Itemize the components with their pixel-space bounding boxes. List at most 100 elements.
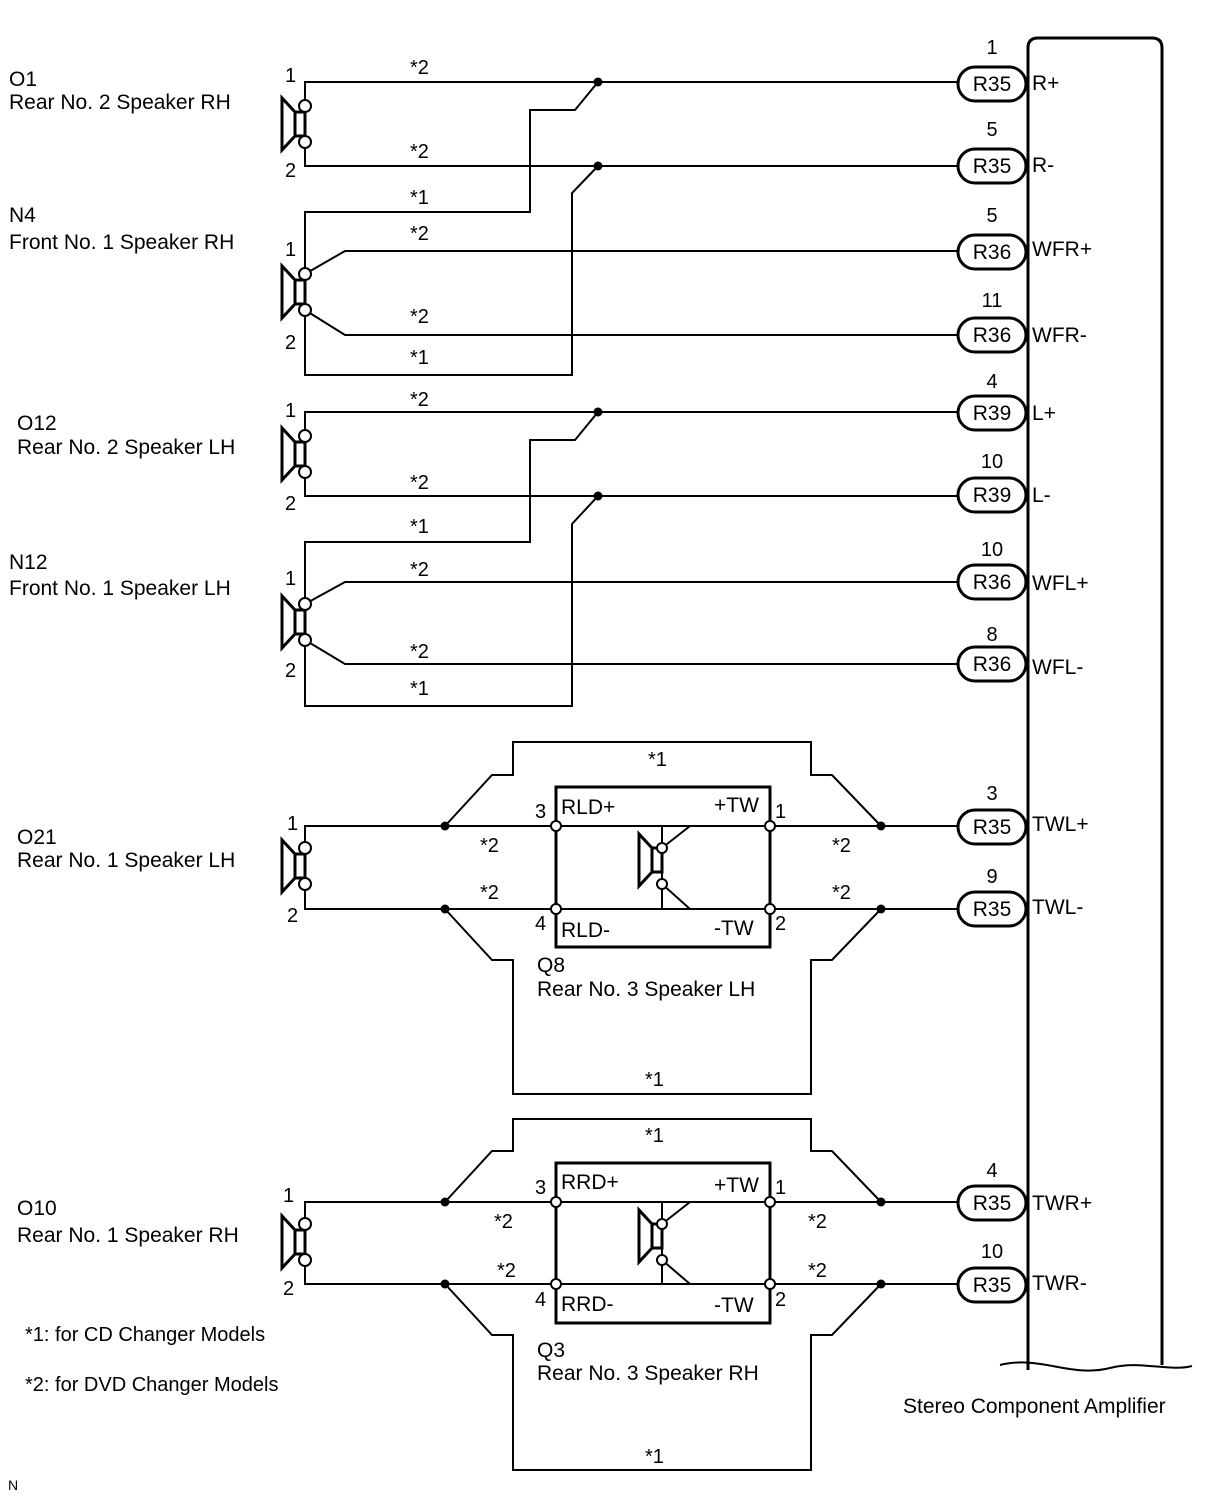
pin-label: 2 bbox=[285, 160, 296, 182]
tweeter-q3-code: Q3 bbox=[537, 1339, 565, 1362]
tweeter-q3-in-minus: RRD- bbox=[561, 1293, 614, 1316]
terminal-pin: 1 bbox=[986, 37, 997, 59]
speaker-code-n12: N12 bbox=[9, 551, 48, 574]
mark-dvd: *2 bbox=[410, 57, 429, 79]
connector-code: R36 bbox=[973, 571, 1012, 594]
terminal-pin: 9 bbox=[986, 866, 997, 888]
connector-code: R36 bbox=[973, 241, 1012, 264]
wires-o10-q3 bbox=[298, 1118, 958, 1471]
mark-dvd: *2 bbox=[832, 835, 851, 857]
speaker-name-n12: Front No. 1 Speaker LH bbox=[9, 577, 231, 600]
pin-label: 1 bbox=[283, 1185, 294, 1207]
signal-name: L+ bbox=[1032, 402, 1056, 425]
connector-code: R35 bbox=[973, 1274, 1012, 1297]
signal-name: TWL- bbox=[1032, 896, 1083, 919]
mark-dvd: *2 bbox=[494, 1211, 513, 1233]
mark-cd: *1 bbox=[645, 1069, 664, 1091]
mark-dvd: *2 bbox=[480, 835, 499, 857]
speaker-code-o21: O21 bbox=[17, 826, 57, 849]
tweeter-q3-box bbox=[554, 1161, 772, 1325]
tweeter-q3-name: Rear No. 3 Speaker RH bbox=[537, 1362, 759, 1385]
terminal-twl-minus: 9 R35 TWL- bbox=[956, 866, 1083, 928]
amplifier-break-line bbox=[999, 1361, 1193, 1372]
wires-o21-q8 bbox=[298, 741, 958, 1095]
pin-label: 1 bbox=[285, 239, 296, 261]
wires-o12-n12 bbox=[298, 407, 958, 707]
pin-label: 2 bbox=[775, 913, 786, 935]
pin-label: 3 bbox=[535, 1177, 546, 1199]
terminal-twr-minus: 10 R35 TWR- bbox=[956, 1241, 1087, 1304]
connector-badge bbox=[956, 65, 1028, 103]
corner-mark: N bbox=[8, 1477, 18, 1493]
mark-dvd: *2 bbox=[497, 1260, 516, 1282]
tweeter-q8-box bbox=[554, 785, 772, 949]
pin-label: 1 bbox=[285, 568, 296, 590]
pin-label: 1 bbox=[287, 813, 298, 835]
terminal-pin: 5 bbox=[986, 205, 997, 227]
terminal-wfr-minus: 11 R36 WFR- bbox=[956, 290, 1087, 354]
tweeter-q8-out-plus: +TW bbox=[714, 794, 759, 817]
speaker-code-o10: O10 bbox=[17, 1197, 57, 1220]
signal-name: TWL+ bbox=[1032, 813, 1089, 836]
amplifier-label: Stereo Component Amplifier bbox=[903, 1395, 1166, 1418]
mark-dvd: *2 bbox=[410, 389, 429, 411]
mark-dvd: *2 bbox=[808, 1260, 827, 1282]
mark-cd: *1 bbox=[410, 187, 429, 209]
tweeter-q8-name: Rear No. 3 Speaker LH bbox=[537, 978, 755, 1001]
mark-cd: *1 bbox=[648, 749, 667, 771]
terminal-l-plus: 4 R39 L+ bbox=[956, 371, 1056, 432]
terminal-twl-plus: 3 R35 TWL+ bbox=[956, 783, 1089, 846]
pin-label: 2 bbox=[283, 1278, 294, 1300]
speaker-code-o1: O1 bbox=[9, 68, 37, 91]
note-dvd-changer: *2: for DVD Changer Models bbox=[25, 1374, 278, 1396]
pin-label: 1 bbox=[285, 400, 296, 422]
pin-label: 1 bbox=[285, 65, 296, 87]
tweeter-q8-in-minus: RLD- bbox=[561, 919, 610, 942]
mark-dvd: *2 bbox=[832, 882, 851, 904]
signal-name: WFL- bbox=[1032, 656, 1083, 679]
pin-label: 3 bbox=[535, 801, 546, 823]
connector-code: R35 bbox=[973, 816, 1012, 839]
speaker-name-o12: Rear No. 2 Speaker LH bbox=[17, 436, 235, 459]
signal-name: WFL+ bbox=[1032, 572, 1089, 595]
mark-dvd: *2 bbox=[480, 882, 499, 904]
connector-code: R35 bbox=[973, 898, 1012, 921]
tweeter-q3-in-plus: RRD+ bbox=[561, 1171, 619, 1194]
pin-label: 2 bbox=[285, 332, 296, 354]
connector-code: R35 bbox=[973, 73, 1012, 96]
speaker-code-o12: O12 bbox=[17, 412, 57, 435]
terminal-wfl-plus: 10 R36 WFL+ bbox=[956, 539, 1089, 601]
speaker-code-n4: N4 bbox=[9, 204, 36, 227]
mark-dvd: *2 bbox=[410, 559, 429, 581]
connector-code: R35 bbox=[973, 1192, 1012, 1215]
pin-label: 1 bbox=[775, 801, 786, 823]
signal-name: WFR+ bbox=[1032, 238, 1092, 261]
mark-cd: *1 bbox=[410, 347, 429, 369]
speaker-name-o21: Rear No. 1 Speaker LH bbox=[17, 849, 235, 872]
signal-name: R+ bbox=[1032, 72, 1059, 95]
pin-label: 1 bbox=[775, 1177, 786, 1199]
connector-code: R36 bbox=[973, 653, 1012, 676]
mark-dvd: *2 bbox=[410, 306, 429, 328]
terminal-pin: 4 bbox=[986, 1160, 997, 1182]
mark-dvd: *2 bbox=[410, 141, 429, 163]
speaker-name-o1: Rear No. 2 Speaker RH bbox=[9, 91, 231, 114]
terminal-pin: 8 bbox=[986, 624, 997, 646]
mark-cd: *1 bbox=[410, 516, 429, 538]
pin-label: 4 bbox=[535, 913, 546, 935]
connector-code: R39 bbox=[973, 484, 1012, 507]
speaker-name-n4: Front No. 1 Speaker RH bbox=[9, 231, 234, 254]
connector-code: R36 bbox=[973, 324, 1012, 347]
terminal-pin: 10 bbox=[981, 1241, 1003, 1263]
terminal-twr-plus: 4 R35 TWR+ bbox=[956, 1160, 1092, 1222]
tweeter-q3-out-plus: +TW bbox=[714, 1174, 759, 1197]
variant-marks: *2 *2 *1 *2 *2 *1 *2 *2 *1 *2 *2 *1 *1 *… bbox=[410, 57, 851, 1468]
terminal-pin: 5 bbox=[986, 119, 997, 141]
terminal-wfl-minus: 8 R36 WFL- bbox=[956, 624, 1083, 683]
pin-label: 2 bbox=[287, 905, 298, 927]
pin-label: 4 bbox=[535, 1289, 546, 1311]
mark-dvd: *2 bbox=[410, 472, 429, 494]
connector-code: R35 bbox=[973, 155, 1012, 178]
signal-name: TWR+ bbox=[1032, 1192, 1092, 1215]
